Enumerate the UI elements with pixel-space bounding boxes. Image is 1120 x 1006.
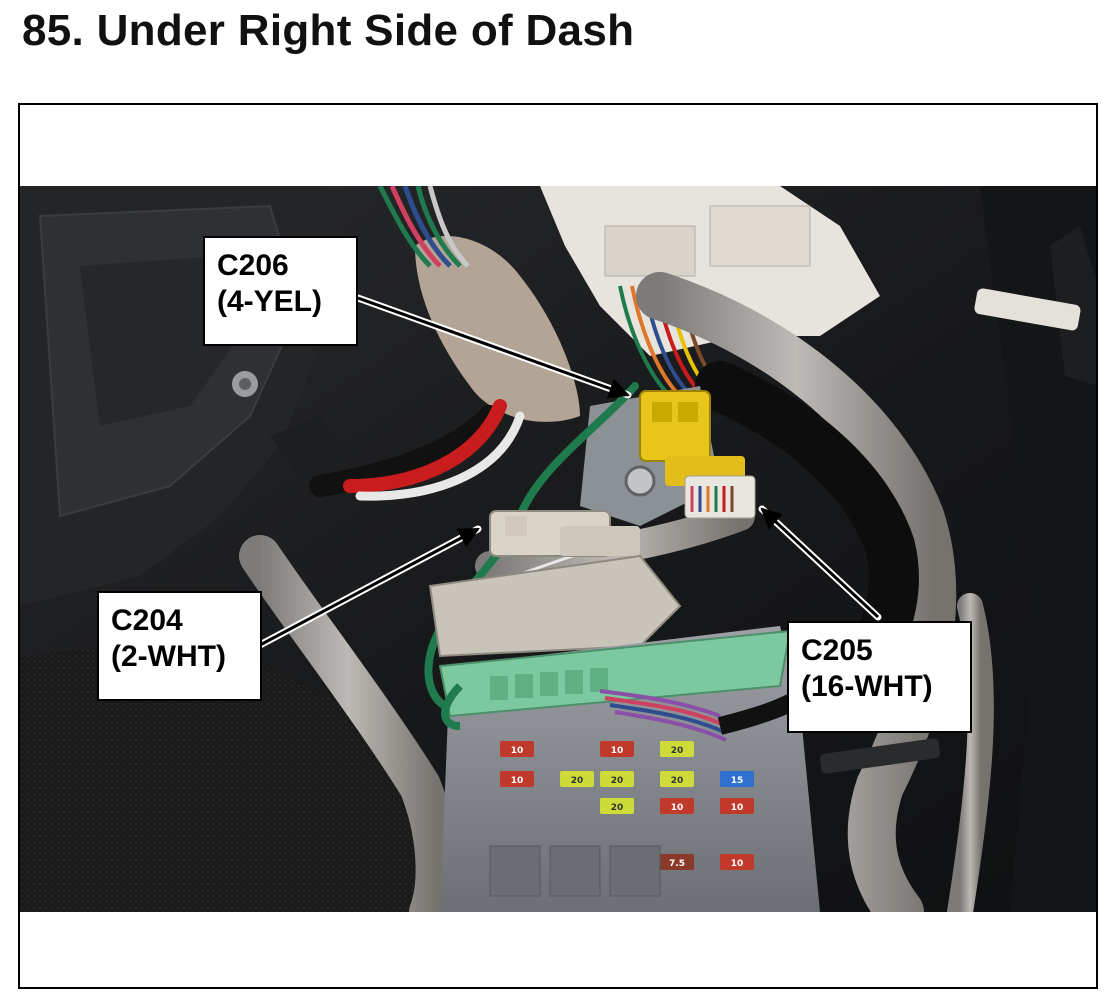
fuse: [600, 771, 634, 787]
fuse-label: 20: [671, 746, 684, 756]
fuse: [720, 771, 754, 787]
lower-zip-tie: [819, 738, 941, 774]
fuse-label: 10: [611, 746, 624, 756]
fuse-label: 10: [511, 746, 524, 756]
c205-connector: [684, 475, 756, 519]
c204-code: C204: [111, 604, 183, 637]
fuse-box: [438, 626, 820, 912]
fuse-label: 20: [611, 776, 624, 786]
page-title: 85. Under Right Side of Dash: [22, 6, 635, 55]
figure-frame: 10 10 20 10 20 20 20 15 20 10 10 7.5 10: [18, 103, 1098, 989]
c206-spec: (4-YEL): [217, 285, 322, 318]
fuse-label: 10: [731, 859, 744, 869]
c204-callout: C204 (2-WHT): [97, 591, 262, 701]
fusebox-wires: [599, 689, 727, 742]
fuse-label: 20: [611, 803, 624, 813]
c205-code: C205: [801, 634, 873, 667]
dash-photo: 10 10 20 10 20 20 20 15 20 10 10 7.5 10: [20, 186, 1096, 912]
fuse-label: 10: [671, 803, 684, 813]
fuse: [660, 741, 694, 757]
fuse: [660, 798, 694, 814]
fuse: [660, 854, 694, 870]
fuse-label: 20: [571, 776, 584, 786]
fuse: [720, 798, 754, 814]
c205-spec: (16-WHT): [801, 670, 933, 703]
c206-code: C206: [217, 249, 289, 282]
fuse: [500, 741, 534, 757]
fuse: [720, 854, 754, 870]
fuse: [560, 771, 594, 787]
c206-callout: C206 (4-YEL): [203, 236, 358, 346]
c204-spec: (2-WHT): [111, 640, 226, 673]
fuse-label: 20: [671, 776, 684, 786]
black-harness: [695, 361, 919, 681]
fuse-label: 10: [511, 776, 524, 786]
fuse: [660, 771, 694, 787]
zip-tie: [974, 288, 1081, 331]
c205-callout: C205 (16-WHT): [787, 621, 972, 733]
fuse: [600, 741, 634, 757]
c204-connector: [489, 510, 640, 557]
fuse-label: 15: [731, 776, 744, 786]
fuse: [500, 771, 534, 787]
fuse-label: 7.5: [669, 859, 685, 869]
fuse-grid: 10 10 20 10 20 20 20 15 20 10 10 7.5 10: [500, 741, 754, 870]
fuse-label: 10: [731, 803, 744, 813]
main-cables: [309, 399, 525, 501]
fuse: [600, 798, 634, 814]
relay-sockets: [489, 845, 661, 897]
top-wires: [377, 186, 470, 268]
